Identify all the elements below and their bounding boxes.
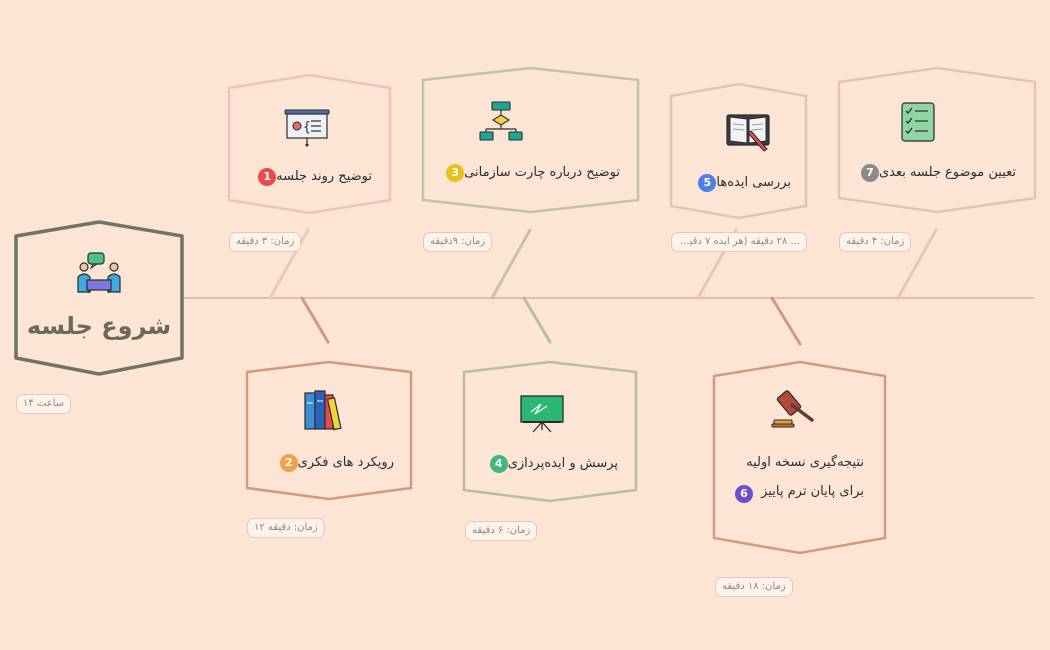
svg-text:{: { (303, 120, 311, 135)
books-icon (304, 390, 342, 431)
bone-4 (522, 296, 552, 344)
bone-7 (896, 228, 938, 300)
bones (268, 228, 938, 346)
step-2-text: رویکرد های فکری (297, 455, 394, 470)
step-3-label: توضیح درباره چارت سازمانی3 (434, 158, 620, 188)
step-2-number-badge: 2 (279, 453, 298, 472)
step-4-time-badge: زمان: ۶ دقیقه (465, 521, 538, 541)
step-7-node[interactable] (837, 66, 1037, 214)
step-2-label: رویکرد های فکری2 (268, 448, 394, 478)
bone-3 (490, 228, 532, 300)
step-4-text: پرسش و ایده‌پردازی (507, 456, 618, 471)
step-6-label: نتیجه‌گیری نسخه اولیه برای پایان ترم پای… (732, 448, 864, 506)
step-5-time-badge: ... ۲۸ دقیقه (هر ایده ۷ دقیقه) (671, 232, 807, 252)
step-5-text: بررسی ایده‌ها (716, 175, 791, 190)
step-7-text: تعیین موضوع جلسه بعدی (878, 165, 1016, 180)
step-3-text: توضیح درباره چارت سازمانی (464, 165, 620, 180)
flowchart-icon (479, 101, 523, 141)
open-book-pen-icon (726, 114, 770, 152)
step-6-time-badge: زمان: ۱۸ دقیقه (715, 577, 793, 597)
step-4-label: پرسش و ایده‌پردازی4 (478, 449, 618, 479)
step-7-number-badge: 7 (860, 163, 879, 182)
bone-1 (268, 228, 310, 300)
step-1-label: توضیح روند جلسه1 (246, 162, 372, 192)
step-5-label: بررسی ایده‌ها5 (686, 168, 791, 198)
start-node[interactable] (14, 220, 184, 376)
step-3-node[interactable] (421, 66, 640, 214)
step-1-text: توضیح روند جلسه (276, 169, 372, 184)
meeting-people-icon (77, 252, 121, 293)
start-title: شروع جلسه (26, 312, 172, 340)
bone-2 (300, 296, 330, 344)
step-6-text: نتیجه‌گیری نسخه اولیه برای پایان ترم پای… (746, 455, 864, 499)
step-2-node[interactable] (245, 360, 413, 501)
chalkboard-icon (520, 395, 564, 433)
gavel-icon (771, 390, 814, 428)
step-3-number-badge: 3 (446, 163, 465, 182)
step-2-time-badge: زمان: دقیقه ۱۲ (247, 518, 325, 538)
step-7-label: تعیین موضوع جلسه بعدی7 (849, 158, 1016, 188)
step-1-time-badge: زمان: ۳ دقیقه (229, 232, 302, 252)
presentation-board-icon: { (284, 109, 330, 147)
step-3-time-badge: زمان: ۹دقیقه (423, 232, 493, 252)
checklist-icon (901, 102, 935, 142)
step-4-number-badge: 4 (489, 454, 508, 473)
step-6-node[interactable] (712, 360, 887, 555)
step-1-number-badge: 1 (258, 167, 277, 186)
start-time-badge: ساعت ۱۴ (16, 394, 72, 414)
step-7-time-badge: زمان: ۴ دقیقه (839, 232, 912, 252)
bone-6 (770, 296, 802, 346)
step-1-node[interactable] (227, 73, 392, 215)
step-5-number-badge: 5 (698, 173, 717, 192)
step-6-number-badge: 6 (735, 485, 753, 503)
